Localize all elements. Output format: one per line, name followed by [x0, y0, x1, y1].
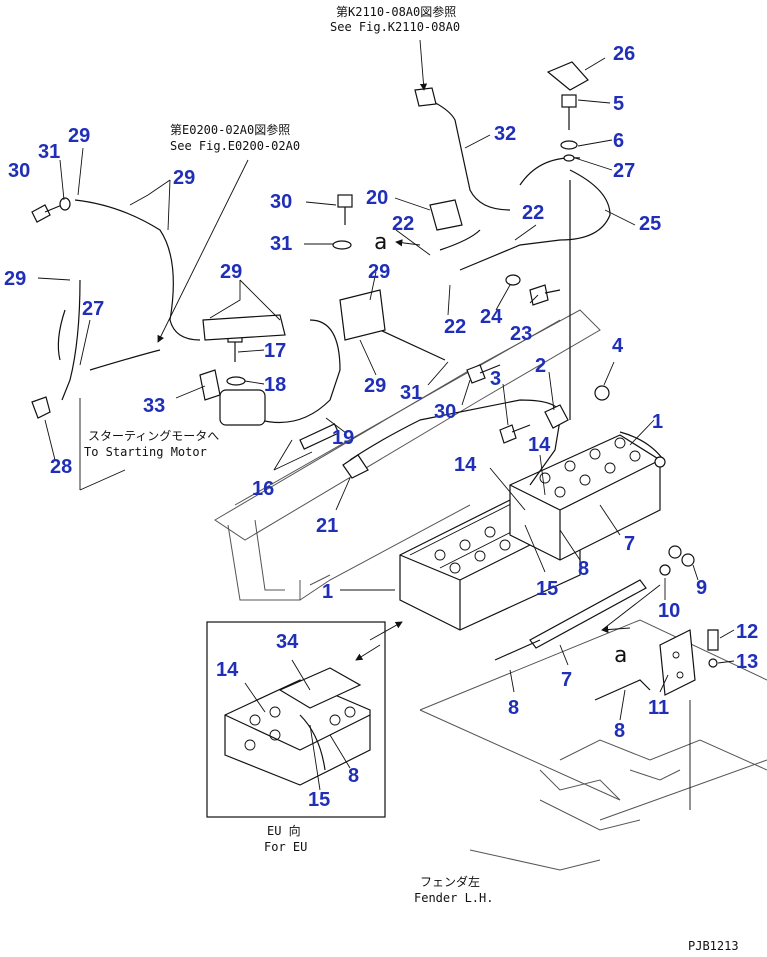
callout-29-b: 29	[173, 167, 195, 189]
callout-25: 25	[639, 213, 661, 235]
callout-29-e: 29	[368, 261, 390, 283]
callout-11: 11	[648, 697, 669, 719]
callout-15: 15	[536, 578, 558, 600]
callout-18: 18	[264, 374, 286, 396]
callout-17: 17	[264, 340, 286, 362]
battery-rear	[509, 431, 666, 561]
callout-30-c: 30	[434, 401, 456, 423]
drawing-code: PJB1213	[688, 939, 739, 953]
callout-26: 26	[613, 43, 635, 65]
callout-27: 27	[613, 160, 635, 182]
callout-13: 13	[736, 651, 758, 673]
callout-14-c: 14	[216, 659, 239, 681]
frame-ghost-outline	[214, 309, 767, 871]
callout-20: 20	[366, 187, 388, 209]
leader-lines	[37, 57, 735, 721]
callout-29-d: 29	[220, 261, 242, 283]
callout-33: 33	[143, 395, 165, 417]
callout-3: 3	[490, 368, 501, 390]
callout-14: 14	[528, 434, 551, 456]
ref-left-en: See Fig.E0200-02A0	[170, 139, 300, 153]
callout-14-b: 14	[454, 454, 477, 476]
callout-32: 32	[494, 123, 516, 145]
callout-22: 22	[392, 213, 414, 235]
view-marker-a-1: a	[374, 230, 387, 255]
callout-8-d: 8	[348, 765, 359, 787]
eu-label-en: For EU	[264, 840, 307, 854]
eu-label-jp: EU 向	[267, 823, 301, 838]
callout-10: 10	[658, 600, 680, 622]
callout-23: 23	[510, 323, 532, 345]
callout-34: 34	[276, 631, 299, 653]
callout-16: 16	[252, 478, 274, 500]
callout-30: 30	[8, 160, 30, 182]
callout-1: 1	[652, 411, 663, 433]
callout-29-f: 29	[364, 375, 386, 397]
eu-inset-frame	[206, 621, 386, 818]
starting-motor-en: To Starting Motor	[84, 445, 207, 459]
callout-31-c: 31	[400, 382, 422, 404]
callout-1-b: 1	[322, 581, 333, 603]
callout-19: 19	[332, 427, 354, 449]
callout-29-c: 29	[4, 268, 26, 290]
eu-inset	[206, 621, 386, 818]
callout-7: 7	[624, 533, 635, 555]
callout-8-b: 8	[508, 697, 519, 719]
ref-top-en: See Fig.K2110-08A0	[330, 20, 460, 34]
callout-7-b: 7	[561, 669, 572, 691]
hold-down-bar	[494, 545, 719, 810]
callout-30-b: 30	[270, 191, 292, 213]
ref-top-jp: 第K2110-08A0図参照	[336, 4, 456, 19]
callout-24: 24	[480, 306, 503, 328]
starting-motor-jp: スターティングモータへ	[88, 429, 219, 443]
callout-29: 29	[68, 125, 90, 147]
callout-28: 28	[50, 456, 72, 478]
callout-31: 31	[38, 141, 60, 163]
callout-15-b: 15	[308, 789, 330, 811]
callout-21: 21	[316, 515, 338, 537]
callout-12: 12	[736, 621, 758, 643]
fender-label-en: Fender L.H.	[414, 891, 493, 905]
callout-22-b: 22	[522, 202, 544, 224]
callout-31-b: 31	[270, 233, 292, 255]
callout-22-c: 22	[444, 316, 466, 338]
hardware-parts	[31, 61, 610, 479]
ref-left-jp: 第E0200-02A0図参照	[170, 122, 290, 137]
callout-4: 4	[612, 335, 624, 357]
callout-5: 5	[613, 93, 624, 115]
callout-numbers: 26 5 6 27 32 25 29 31 30 29 29 27 28 30 …	[4, 43, 758, 811]
view-marker-a-2: a	[614, 643, 627, 668]
callout-27-b: 27	[82, 298, 104, 320]
callout-6: 6	[613, 130, 624, 152]
reference-notes: 第K2110-08A0図参照 See Fig.K2110-08A0 第E0200…	[84, 4, 739, 953]
callout-2: 2	[535, 355, 546, 377]
callout-8-c: 8	[614, 720, 625, 742]
callout-9: 9	[696, 577, 707, 599]
fender-label-jp: フェンダ左	[420, 874, 480, 889]
reference-arrows: a a	[157, 39, 661, 668]
callout-8: 8	[578, 558, 589, 580]
